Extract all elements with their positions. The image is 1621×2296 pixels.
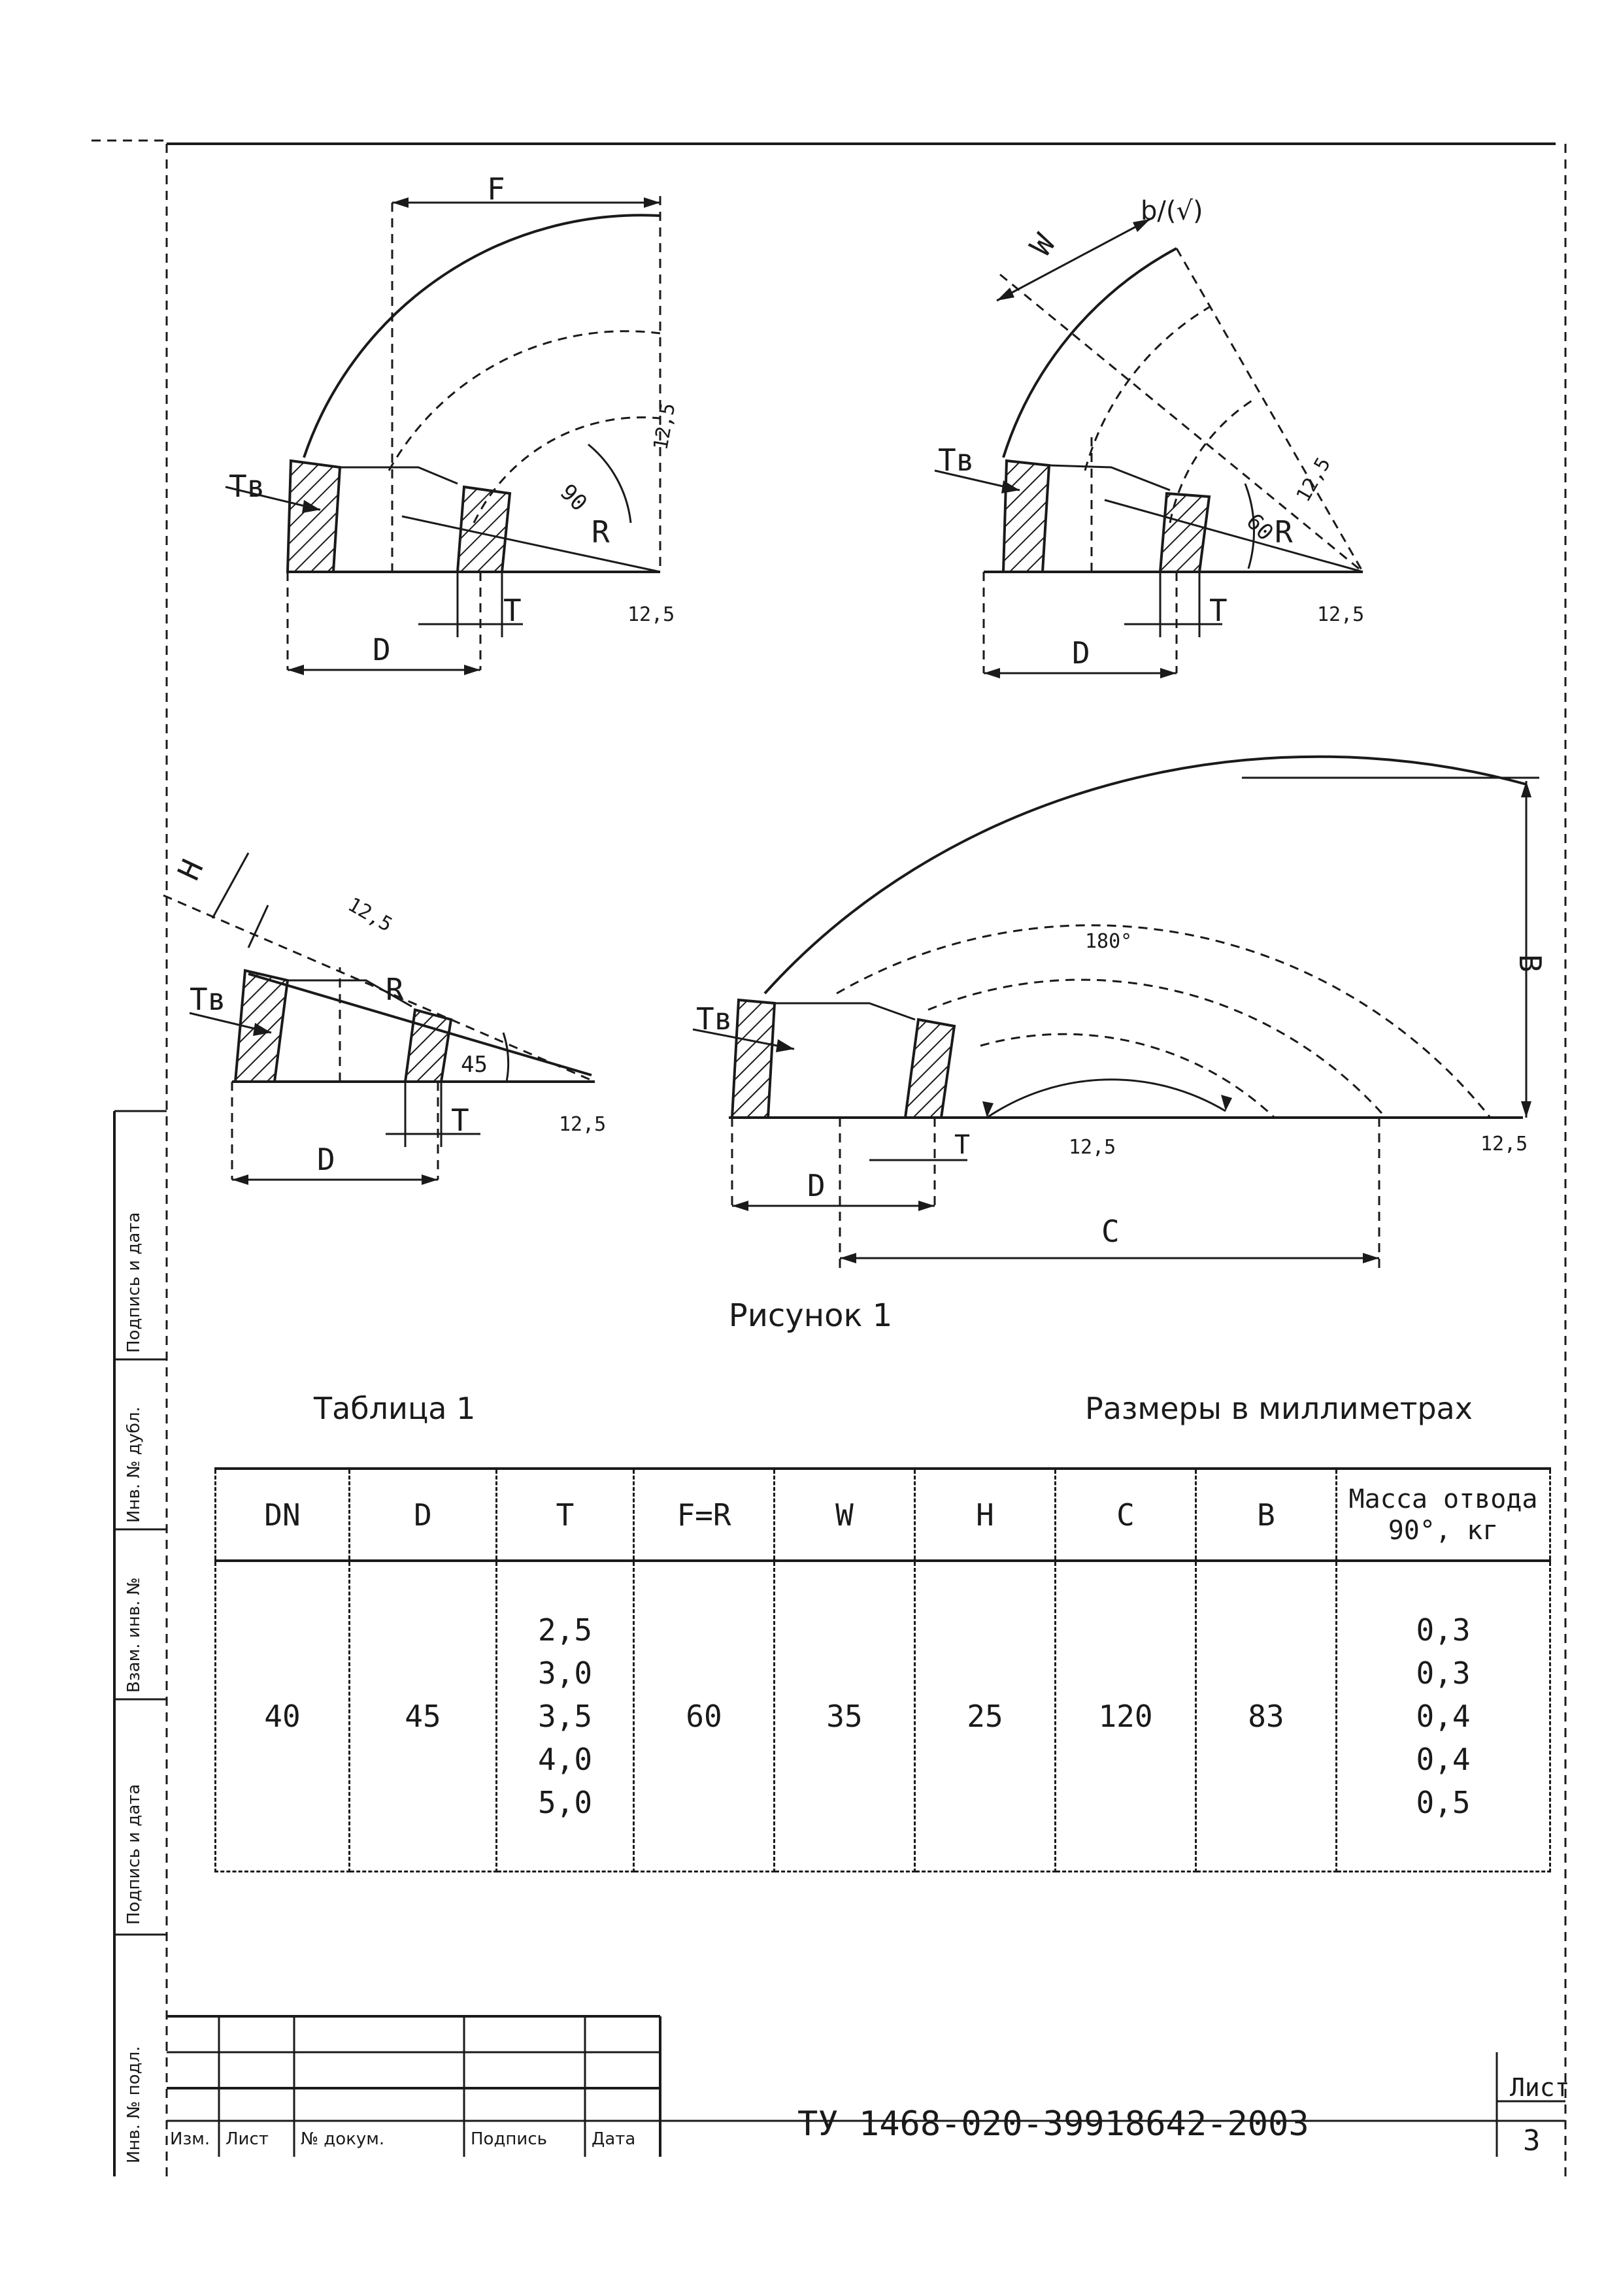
mass-value: 0,3	[1416, 1612, 1471, 1648]
stamp-signature-date-2: Подпись и дата	[124, 1212, 144, 1353]
col-c: C	[1054, 1467, 1197, 1562]
svg-text:R: R	[592, 514, 610, 550]
t-value: 4,0	[537, 1742, 593, 1777]
mass-value: 0,4	[1416, 1699, 1471, 1734]
dimensions-table: DN D T F=R W H C B Масса отвода 90°, кг …	[214, 1467, 1551, 1872]
svg-text:12,5: 12,5	[1292, 454, 1335, 506]
cell-t: 2,5 3,0 3,5 4,0 5,0	[495, 1561, 635, 1872]
col-fr: F=R	[633, 1467, 775, 1562]
t-value: 5,0	[537, 1785, 593, 1820]
cell-c: 120	[1054, 1561, 1197, 1872]
mass-value: 0,3	[1416, 1655, 1471, 1691]
cell-b: 83	[1195, 1561, 1337, 1872]
col-d: D	[348, 1467, 497, 1562]
svg-text:R: R	[1275, 514, 1293, 550]
svg-text:12,5: 12,5	[559, 1113, 606, 1136]
stamp-inv-duplicate: Инв. № дубл.	[124, 1406, 144, 1523]
elbow-90-view: Tв F D T R 90 12,5 12,5	[225, 171, 680, 675]
svg-text:45: 45	[461, 1052, 488, 1078]
svg-text:D: D	[1072, 635, 1090, 671]
svg-text:Tв: Tв	[696, 1001, 732, 1037]
svg-text:Tв: Tв	[190, 982, 226, 1017]
stamp-replacement-inv: Взам. инв. №	[124, 1577, 144, 1693]
stamp-signature-date-1: Подпись и дата	[124, 1784, 144, 1925]
sheet-label: Лист	[1510, 2073, 1570, 2102]
svg-text:180°: 180°	[1085, 930, 1132, 953]
mass-value: 0,5	[1416, 1785, 1471, 1820]
svg-text:12,5: 12,5	[1069, 1136, 1116, 1159]
svg-text:Tв: Tв	[938, 442, 974, 478]
t-value: 2,5	[537, 1612, 593, 1648]
cell-mass: 0,3 0,3 0,4 0,4 0,5	[1335, 1561, 1551, 1872]
svg-text:B: B	[1512, 954, 1548, 973]
svg-text:12,5: 12,5	[649, 401, 680, 452]
col-w: W	[773, 1467, 916, 1562]
svg-text:12,5: 12,5	[344, 893, 396, 937]
table-row: 40 45 2,5 3,0 3,5 4,0 5,0 60 35 25 120 8…	[214, 1561, 1551, 1872]
title-col-docnum: № докум.	[301, 2129, 385, 2149]
col-b: B	[1195, 1467, 1337, 1562]
svg-text:12,5: 12,5	[1480, 1133, 1528, 1156]
col-h: H	[914, 1467, 1056, 1562]
cell-dn: 40	[214, 1561, 350, 1872]
figure-caption: Рисунок 1	[728, 1297, 893, 1334]
title-col-change: Изм.	[170, 2129, 210, 2149]
svg-text:D: D	[317, 1142, 335, 1177]
svg-text:W: W	[1023, 227, 1062, 262]
table-header-row: DN D T F=R W H C B Масса отвода 90°, кг	[214, 1467, 1551, 1562]
table-title: Таблица 1	[314, 1391, 476, 1426]
sheet-number: 3	[1523, 2124, 1541, 2157]
t-value: 3,5	[537, 1699, 593, 1734]
title-col-signature: Подпись	[471, 2129, 547, 2149]
svg-text:C: C	[1101, 1214, 1120, 1249]
document-number: ТУ 1468-020-39918642-2003	[797, 2105, 1309, 2144]
col-t: T	[495, 1467, 635, 1562]
elbow-60-view: Tв W D T R 60 12,5 12,5	[934, 218, 1364, 678]
svg-text:T: T	[954, 1130, 970, 1160]
cell-d: 45	[348, 1561, 497, 1872]
svg-text:90: 90	[555, 479, 592, 516]
stamp-inv-original: Инв. № подл.	[124, 2046, 144, 2163]
svg-text:12,5: 12,5	[627, 603, 675, 626]
cell-w: 35	[773, 1561, 916, 1872]
cell-h: 25	[914, 1561, 1056, 1872]
title-col-sheet: Лист	[226, 2129, 269, 2149]
t-value: 3,0	[537, 1655, 593, 1691]
cell-fr: 60	[633, 1561, 775, 1872]
svg-text:H: H	[171, 854, 210, 886]
title-col-date: Дата	[592, 2129, 636, 2149]
mass-value: 0,4	[1416, 1742, 1471, 1777]
corner-roughness-mark: b/(√)	[1141, 196, 1203, 226]
units-note: Размеры в миллиметрах	[1085, 1391, 1473, 1426]
svg-text:F: F	[487, 171, 505, 207]
svg-text:12,5: 12,5	[1317, 603, 1364, 626]
svg-text:T: T	[1209, 593, 1228, 628]
col-dn: DN	[214, 1467, 350, 1562]
col-mass: Масса отвода 90°, кг	[1335, 1467, 1551, 1562]
svg-text:D: D	[373, 632, 391, 667]
svg-text:R: R	[386, 972, 404, 1007]
svg-text:D: D	[807, 1168, 826, 1203]
sheet-frame	[92, 139, 1567, 2176]
svg-text:T: T	[503, 593, 522, 628]
elbow-45-view: Tв H D T R 45 12,5 12,5	[163, 852, 606, 1185]
svg-text:Tв: Tв	[229, 469, 265, 504]
svg-text:T: T	[451, 1103, 469, 1138]
return-bend-180-view: Tв D C T B 180° 12,5 12,5	[692, 755, 1548, 1271]
